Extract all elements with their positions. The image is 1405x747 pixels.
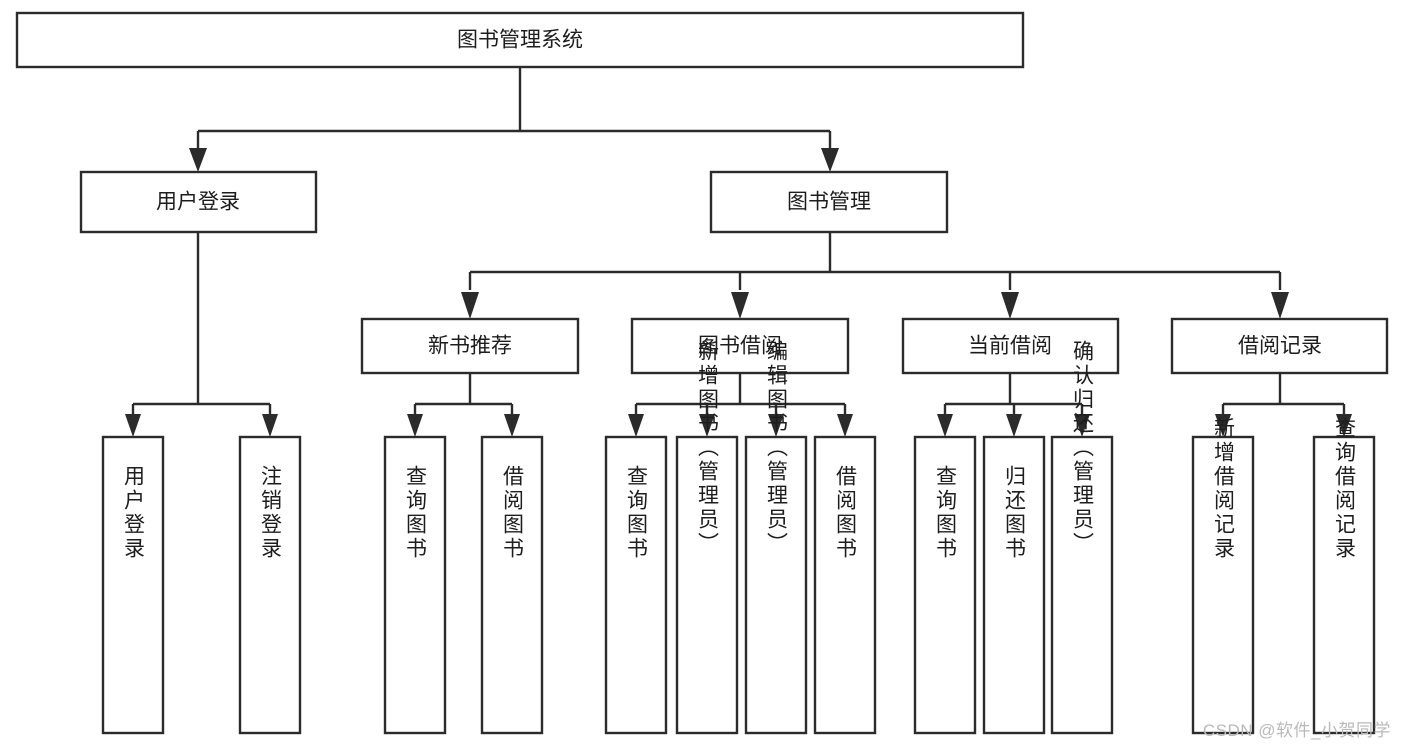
node-user-login-label: 用户登录 xyxy=(156,191,240,214)
node-book-borrow[interactable]: 图书借阅 xyxy=(630,317,850,375)
connector-group-current-borrow xyxy=(937,373,1090,437)
node-current-borrow-box[interactable] xyxy=(901,317,1120,375)
node-leaf-add-book-box[interactable] xyxy=(675,435,739,735)
node-leaf-return-book-box[interactable] xyxy=(982,435,1046,735)
connector-group-book-management xyxy=(461,232,1289,319)
node-leaf-confirm-return-label: 确认归还（管理员） xyxy=(1071,340,1095,556)
node-root[interactable]: 图书管理系统 xyxy=(15,11,1025,69)
arrowhead-leaf-confirm-return xyxy=(1074,414,1090,437)
arrowhead-borrow-record xyxy=(1271,292,1289,319)
node-book-management-label: 图书管理 xyxy=(787,191,871,214)
node-current-borrow-label: 当前借阅 xyxy=(968,335,1052,358)
node-leaf-borrow-book-1[interactable]: 借阅图书 xyxy=(480,435,544,735)
node-leaf-user-login[interactable]: 用户登录 xyxy=(101,435,165,735)
node-borrow-record[interactable]: 借阅记录 xyxy=(1170,317,1389,375)
arrowhead-leaf-user-login xyxy=(125,414,141,437)
arrowhead-leaf-query-book-1 xyxy=(407,414,423,437)
node-leaf-query-record[interactable]: 查询借阅记录 xyxy=(1312,417,1376,735)
node-leaf-user-login-label: 用户登录 xyxy=(122,465,146,561)
node-new-book-recommend-box[interactable] xyxy=(360,317,580,375)
node-user-login[interactable]: 用户登录 xyxy=(79,170,318,234)
node-leaf-logout-login-label: 注销登录 xyxy=(259,465,283,561)
node-leaf-query-book-3-label: 查询图书 xyxy=(934,465,958,561)
node-leaf-borrow-book-2-box[interactable] xyxy=(813,435,877,735)
node-leaf-query-record-label: 查询借阅记录 xyxy=(1333,417,1357,561)
node-leaf-confirm-return-box[interactable] xyxy=(1050,435,1114,735)
arrowhead-book-management xyxy=(821,148,839,172)
arrowhead-leaf-edit-book xyxy=(768,414,784,437)
node-new-book-recommend-label: 新书推荐 xyxy=(428,335,512,358)
node-leaf-borrow-book-2-label: 借阅图书 xyxy=(834,465,858,561)
node-borrow-record-label: 借阅记录 xyxy=(1238,335,1322,358)
node-leaf-user-login-box[interactable] xyxy=(101,435,165,735)
node-leaf-add-record-label: 新增借阅记录 xyxy=(1212,417,1236,561)
node-leaf-query-book-3-box[interactable] xyxy=(913,435,977,735)
node-user-login-box[interactable] xyxy=(79,170,318,234)
arrowhead-book-borrow xyxy=(731,292,749,319)
node-root-box[interactable] xyxy=(15,11,1025,69)
node-leaf-query-record-box[interactable] xyxy=(1312,435,1376,735)
arrowhead-user-login xyxy=(189,148,207,172)
arrowhead-leaf-query-book-2 xyxy=(628,414,644,437)
arrowhead-leaf-logout-login xyxy=(262,414,278,437)
arrowhead-leaf-add-book xyxy=(699,414,715,437)
connector-group-borrow-record xyxy=(1215,373,1352,437)
node-root-label: 图书管理系统 xyxy=(457,29,583,52)
node-leaf-borrow-book-1-box[interactable] xyxy=(480,435,544,735)
node-leaf-add-book-label: 新增图书（管理员） xyxy=(696,340,720,556)
node-book-management-box[interactable] xyxy=(709,170,949,234)
node-leaf-query-book-1-box[interactable] xyxy=(383,435,447,735)
node-leaf-return-book[interactable]: 归还图书 xyxy=(982,435,1046,735)
node-book-borrow-box[interactable] xyxy=(630,317,850,375)
connector-group-root xyxy=(189,67,839,172)
arrowhead-new-book-recommend xyxy=(461,292,479,319)
node-leaf-edit-book[interactable]: 编辑图书（管理员） xyxy=(744,340,808,735)
node-leaf-confirm-return[interactable]: 确认归还（管理员） xyxy=(1050,340,1114,735)
node-leaf-query-book-1-label: 查询图书 xyxy=(404,465,428,561)
connector-group-book-borrow xyxy=(628,373,853,437)
connector-group-user-login xyxy=(125,232,278,437)
arrowhead-current-borrow xyxy=(1001,292,1019,319)
node-leaf-query-book-1[interactable]: 查询图书 xyxy=(383,435,447,735)
node-leaf-query-book-2-box[interactable] xyxy=(604,435,668,735)
node-leaf-query-book-3[interactable]: 查询图书 xyxy=(913,435,977,735)
arrowhead-leaf-query-book-3 xyxy=(937,414,953,437)
node-leaf-add-record-box[interactable] xyxy=(1191,435,1255,735)
arrowhead-leaf-add-record xyxy=(1215,414,1231,437)
arrowhead-leaf-borrow-book-1 xyxy=(504,414,520,437)
node-new-book-recommend[interactable]: 新书推荐 xyxy=(360,317,580,375)
node-leaf-query-book-2-label: 查询图书 xyxy=(625,465,649,561)
node-leaf-edit-book-box[interactable] xyxy=(744,435,808,735)
node-leaf-add-book[interactable]: 新增图书（管理员） xyxy=(675,340,739,735)
node-leaf-logout-login[interactable]: 注销登录 xyxy=(238,435,302,735)
node-current-borrow[interactable]: 当前借阅 xyxy=(901,317,1120,375)
arrowhead-leaf-return-book xyxy=(1006,414,1022,437)
node-leaf-return-book-label: 归还图书 xyxy=(1003,465,1027,561)
arrowhead-leaf-borrow-book-2 xyxy=(837,414,853,437)
node-leaf-edit-book-label: 编辑图书（管理员） xyxy=(765,340,789,556)
connector-group-new-book-recommend xyxy=(407,373,520,437)
node-book-management[interactable]: 图书管理 xyxy=(709,170,949,234)
node-borrow-record-box[interactable] xyxy=(1170,317,1389,375)
node-leaf-query-book-2[interactable]: 查询图书 xyxy=(604,435,668,735)
node-leaf-borrow-book-1-label: 借阅图书 xyxy=(501,465,525,561)
node-leaf-add-record[interactable]: 新增借阅记录 xyxy=(1191,417,1255,735)
node-book-borrow-label: 图书借阅 xyxy=(698,335,782,358)
arrowhead-leaf-query-record xyxy=(1336,414,1352,437)
node-leaf-logout-login-box[interactable] xyxy=(238,435,302,735)
node-leaf-borrow-book-2[interactable]: 借阅图书 xyxy=(813,435,877,735)
